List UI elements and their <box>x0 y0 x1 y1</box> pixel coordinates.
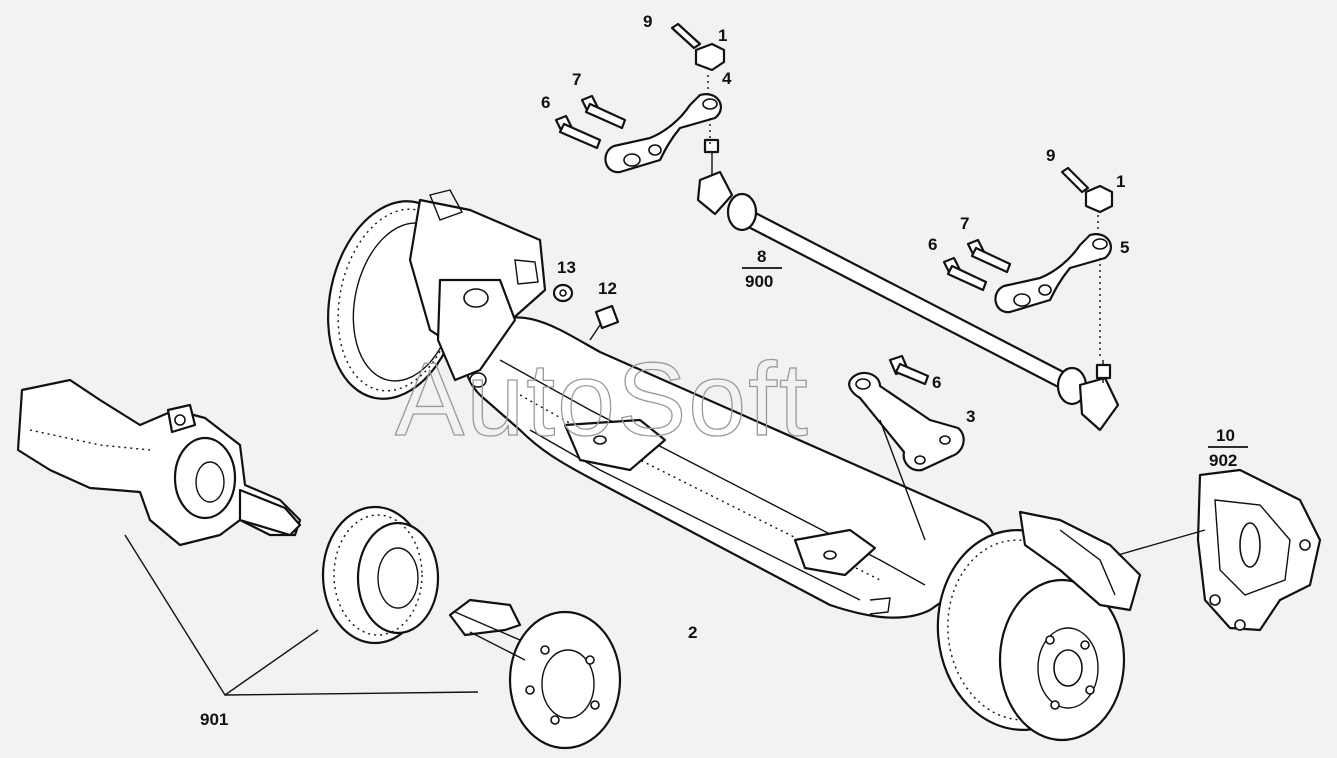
callout-9: 9 <box>643 12 652 31</box>
callout-901: 901 <box>200 710 228 729</box>
steering-arm-4 <box>604 75 722 174</box>
callout-2: 2 <box>688 623 697 642</box>
nut-1-right <box>1060 166 1114 214</box>
tie-rod <box>696 138 1120 432</box>
callouts: 9 1 7 4 6 9 1 7 6 5 13 12 6 3 2 901 <box>200 12 1129 729</box>
callout-6: 6 <box>928 235 937 254</box>
callout-13: 13 <box>557 258 576 277</box>
callout-7: 7 <box>572 70 581 89</box>
callout-4: 4 <box>722 69 732 88</box>
fraction-denominator: 900 <box>745 272 773 291</box>
callout-1: 1 <box>1116 172 1125 191</box>
left-brake-assembly <box>327 189 547 400</box>
bolt-6-lower <box>888 354 930 386</box>
fraction-denominator: 902 <box>1209 451 1237 470</box>
fraction-10-902: 10 902 <box>1208 426 1248 470</box>
callout-3: 3 <box>966 407 975 426</box>
fraction-numerator: 8 <box>757 247 766 266</box>
steering-arm-5 <box>994 215 1112 360</box>
fraction-numerator: 10 <box>1216 426 1235 445</box>
callout-12: 12 <box>598 279 617 298</box>
steering-knuckle <box>16 378 302 547</box>
callout-6: 6 <box>541 93 550 112</box>
callout-9: 9 <box>1046 146 1055 165</box>
brake-disc-901 <box>321 505 440 645</box>
axle-beam <box>463 316 996 619</box>
bolt-12 <box>589 304 620 341</box>
watermark: AutoSoft <box>395 342 810 458</box>
callout-6: 6 <box>932 373 941 392</box>
bolts-upper-right <box>942 238 1012 292</box>
caliper-10 <box>1196 468 1322 632</box>
bracket-3 <box>848 371 965 472</box>
wheel-hub-901 <box>448 598 622 750</box>
leader-lines <box>124 419 1206 696</box>
washer-13 <box>552 283 574 303</box>
callout-1: 1 <box>718 26 727 45</box>
right-brake-assembly <box>936 510 1142 742</box>
nut-1-left <box>670 22 726 72</box>
fraction-8-900: 8 900 <box>742 247 782 291</box>
bolts-upper-left <box>554 94 627 150</box>
callout-5: 5 <box>1120 238 1129 257</box>
callout-7: 7 <box>960 214 969 233</box>
